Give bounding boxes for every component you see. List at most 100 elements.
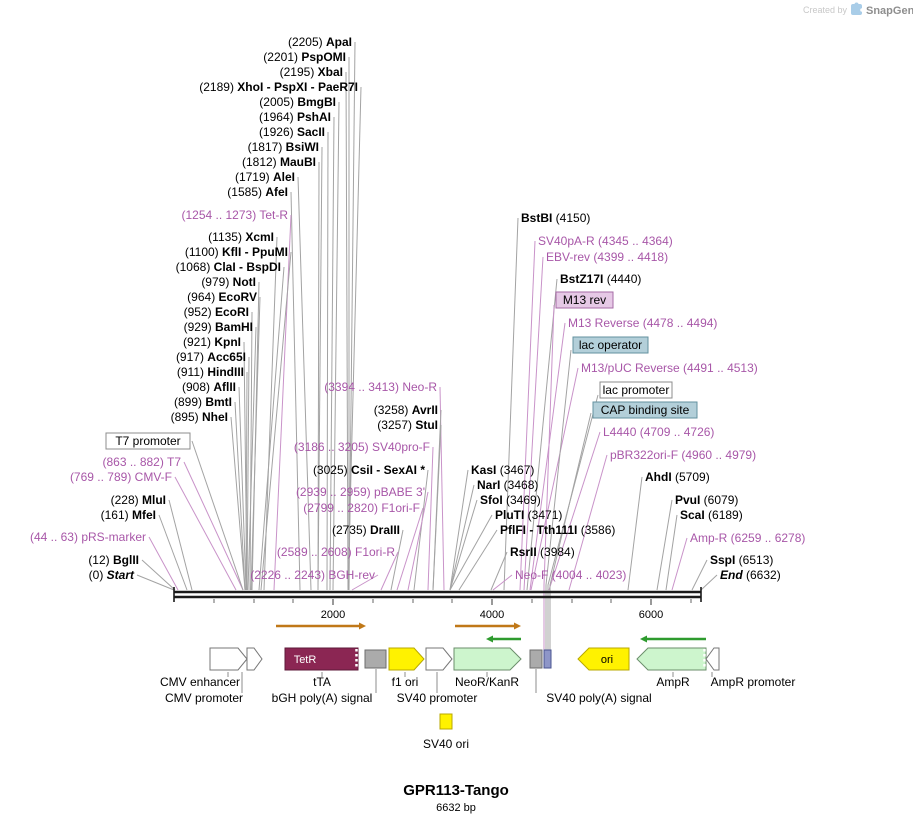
site-label-maubi[interactable]: (1812) MauBI <box>242 155 316 169</box>
site-label-bmti[interactable]: (899) BmtI <box>174 395 232 409</box>
site-label-ecori[interactable]: (952) EcoRI <box>184 305 249 319</box>
site-label-kfli-ppumi[interactable]: (1100) KflI - PpuMI <box>185 245 288 259</box>
site-label-pshai[interactable]: (1964) PshAI <box>259 110 331 124</box>
t7-promoter-box[interactable] <box>105 432 191 450</box>
site-label-bglii[interactable]: (12) BglII <box>88 553 139 567</box>
tta-orf-arrow[interactable] <box>276 622 366 630</box>
site-label-noti[interactable]: (979) NotI <box>201 275 256 289</box>
feature-tetr[interactable] <box>284 647 359 671</box>
site-label-sfoi[interactable]: SfoI (3469) <box>480 493 541 507</box>
site-label-start[interactable]: (0) Start <box>89 568 135 582</box>
feature-protein-binding-sites[interactable] <box>543 649 552 669</box>
site-label-csii-sexai[interactable]: (3025) CsiI - SexAI * <box>313 463 425 477</box>
site-label-alei[interactable]: (1719) AleI <box>235 170 295 184</box>
feature-label-cmv-promoter[interactable]: CMV promoter <box>165 691 243 705</box>
site-label-afei[interactable]: (1585) AfeI <box>227 185 288 199</box>
m13-rev-box[interactable] <box>555 291 614 309</box>
site-label-m13-reverse[interactable]: M13 Reverse (4478 .. 4494) <box>568 316 717 330</box>
site-label-sv40pro-f[interactable]: (3186 .. 3205) SV40pro-F <box>294 440 430 454</box>
feature-f1-ori[interactable] <box>388 647 425 671</box>
site-label-prs-marker[interactable]: (44 .. 63) pRS-marker <box>30 530 146 544</box>
site-label-bamhi[interactable]: (929) BamHI <box>184 320 253 334</box>
site-label-stui[interactable]: (3257) StuI <box>377 418 438 432</box>
site-label-rsrii[interactable]: RsrII (3984) <box>510 545 575 559</box>
feature-ampr-promoter[interactable] <box>705 647 720 671</box>
boxed-label-m13-rev[interactable]: M13 rev <box>555 291 614 309</box>
site-label-draiii[interactable]: (2735) DraIII <box>332 523 400 537</box>
site-label-nhei[interactable]: (895) NheI <box>171 410 228 424</box>
ampr-orf-arrow[interactable] <box>640 635 706 643</box>
boxed-label-lac-operator[interactable]: lac operator <box>572 336 649 354</box>
site-label-ahdi[interactable]: AhdI (5709) <box>645 470 710 484</box>
site-label-bstz17i[interactable]: BstZ17I (4440) <box>560 272 641 286</box>
feature-label-cmv-enhancer[interactable]: CMV enhancer <box>160 675 240 689</box>
site-label-hindiii[interactable]: (911) HindIII <box>177 365 244 379</box>
site-label-pflfi-tth111i[interactable]: PflFI - Tth111I (3586) <box>500 523 615 537</box>
lac-promoter-box[interactable] <box>599 381 673 399</box>
boxed-label-cap-binding-site[interactable]: CAP binding site <box>592 401 698 419</box>
site-label-neo-f[interactable]: Neo-F (4004 .. 4023) <box>515 568 626 582</box>
feature-ori[interactable] <box>577 647 630 671</box>
site-label-ebv-rev[interactable]: EBV-rev (4399 .. 4418) <box>546 250 668 264</box>
feature-neor-kanr[interactable] <box>453 647 522 671</box>
cap-binding-site-box[interactable] <box>592 401 698 419</box>
site-label-m13-puc-reverse[interactable]: M13/pUC Reverse (4491 .. 4513) <box>581 361 758 375</box>
feature-label-bgh-polya[interactable]: bGH poly(A) signal <box>272 691 373 705</box>
site-label-bmgbi[interactable]: (2005) BmgBI <box>259 95 336 109</box>
site-label-scai[interactable]: ScaI (6189) <box>680 508 743 522</box>
feature-sv40-promoter[interactable] <box>425 647 453 671</box>
site-label-ecorv[interactable]: (964) EcoRV <box>187 290 257 304</box>
site-label-tet-r[interactable]: (1254 .. 1273) Tet-R <box>181 208 288 222</box>
feature-label-tta[interactable]: tTA <box>313 675 331 689</box>
site-label-aflii[interactable]: (908) AflII <box>182 380 236 394</box>
boxed-label-t7-promoter[interactable]: T7 promoter <box>105 432 191 450</box>
site-label-bgh-rev[interactable]: (2226 .. 2243) BGH-rev <box>250 568 375 582</box>
site-label-sspi[interactable]: SspI (6513) <box>710 553 773 567</box>
feature-cmv-promoter[interactable] <box>246 647 263 671</box>
feature-sv40-polya[interactable] <box>529 649 543 669</box>
feature-sv40-ori[interactable] <box>439 713 453 730</box>
site-label-f1ori-r[interactable]: (2589 .. 2608) F1ori-R <box>277 545 395 559</box>
site-label-end[interactable]: End (6632) <box>720 568 781 582</box>
site-label-cmv-f[interactable]: (769 .. 789) CMV-F <box>70 470 172 484</box>
site-label-xcmi[interactable]: (1135) XcmI <box>208 230 274 244</box>
feature-label-sv40-polya[interactable]: SV40 poly(A) signal <box>546 691 651 705</box>
feature-label-neor-kanr[interactable]: NeoR/KanR <box>455 675 519 689</box>
site-label-kasi[interactable]: KasI (3467) <box>471 463 534 477</box>
site-label-amp-r[interactable]: Amp-R (6259 .. 6278) <box>690 531 805 545</box>
site-label-pbabe-3[interactable]: (2939 .. 2959) pBABE 3' <box>296 485 425 499</box>
site-label-pbr322ori-f[interactable]: pBR322ori-F (4960 .. 4979) <box>610 448 756 462</box>
boxed-label-lac-promoter[interactable]: lac promoter <box>599 381 673 399</box>
site-label-nari[interactable]: NarI (3468) <box>477 478 538 492</box>
feature-label-sv40-promoter[interactable]: SV40 promoter <box>397 691 478 705</box>
site-label-clai-bspdi[interactable]: (1068) ClaI - BspDI <box>176 260 281 274</box>
site-label-mlui[interactable]: (228) MluI <box>111 493 166 507</box>
site-label-l4440[interactable]: L4440 (4709 .. 4726) <box>603 425 714 439</box>
site-label-sv40pa-r[interactable]: SV40pA-R (4345 .. 4364) <box>538 234 673 248</box>
site-label-kpni[interactable]: (921) KpnI <box>183 335 241 349</box>
feature-label-f1-ori[interactable]: f1 ori <box>392 675 419 689</box>
site-label-bsiwi[interactable]: (1817) BsiWI <box>248 140 319 154</box>
site-label-pvui[interactable]: PvuI (6079) <box>675 493 738 507</box>
feature-cmv-enhancer[interactable] <box>209 647 248 671</box>
feature-label-ampr-promoter[interactable]: AmpR promoter <box>711 675 796 689</box>
site-label-xbai[interactable]: (2195) XbaI <box>280 65 343 79</box>
site-label-pluti[interactable]: PluTI (3471) <box>495 508 562 522</box>
site-label-f1ori-f[interactable]: (2799 .. 2820) F1ori-F <box>303 501 420 515</box>
neor-orf-arrow[interactable] <box>455 622 521 630</box>
feature-ampr[interactable] <box>636 647 707 671</box>
minus-strand-orf-arrow[interactable] <box>486 635 521 643</box>
site-label-t7[interactable]: (863 .. 882) T7 <box>102 455 181 469</box>
feature-label-ampr[interactable]: AmpR <box>656 675 690 689</box>
site-label-pspomi[interactable]: (2201) PspOMI <box>263 50 346 64</box>
lac-operator-box[interactable] <box>572 336 649 354</box>
feature-label-sv40-ori[interactable]: SV40 ori <box>423 737 469 751</box>
site-label-acc65i[interactable]: (917) Acc65I <box>176 350 246 364</box>
site-label-bstbi[interactable]: BstBI (4150) <box>521 211 590 225</box>
site-label-apai[interactable]: (2205) ApaI <box>288 35 352 49</box>
site-label-xhoi-pspxi-paer7i[interactable]: (2189) XhoI - PspXI - PaeR7I <box>199 80 358 94</box>
feature-bgh-polya[interactable] <box>364 649 387 669</box>
site-label-neo-r[interactable]: (3394 .. 3413) Neo-R <box>324 380 437 394</box>
site-label-avrii[interactable]: (3258) AvrII <box>374 403 438 417</box>
site-label-sacii[interactable]: (1926) SacII <box>259 125 325 139</box>
